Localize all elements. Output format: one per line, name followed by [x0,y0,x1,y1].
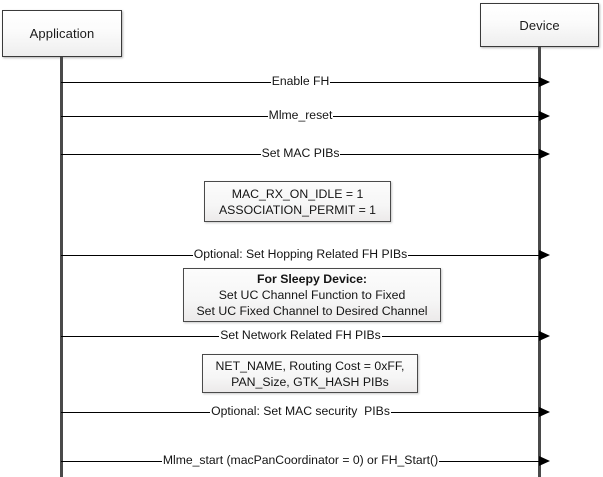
lifeline-application [60,57,63,477]
message-line-right [390,411,541,413]
message-line-right [408,254,540,256]
participant-device-label: Device [519,17,560,33]
message-set-mac-pibs[interactable]: Set MAC PIBs [61,146,551,162]
message-label: Enable FH [271,74,330,88]
message-set-hopping-fh-pibs[interactable]: Optional: Set Hopping Related FH PIBs [61,247,550,263]
message-label: Optional: Set Hopping Related FH PIBs [193,247,408,261]
note-line: Set UC Fixed Channel to Desired Channel [196,304,428,318]
note-network-fh-pib-values[interactable]: NET_NAME, Routing Cost = 0xFF, PAN_Size,… [202,354,418,393]
note-line-heading: For Sleepy Device: [256,272,368,286]
message-line-right [439,460,541,462]
message-line-left [61,335,220,337]
message-line-right [340,153,541,155]
message-set-mac-security-pibs[interactable]: Optional: Set MAC security PIBs [61,404,551,420]
note-mac-pib-values[interactable]: MAC_RX_ON_IDLE = 1 ASSOCIATION_PERMIT = … [204,181,391,222]
participant-device[interactable]: Device [480,3,599,47]
message-label: Mlme_start (macPanCoordinator = 0) or FH… [162,453,439,467]
message-line-left [61,460,162,462]
message-line-left [61,254,193,256]
note-line: Set UC Channel Function to Fixed [218,288,406,302]
message-label: Set MAC PIBs [261,146,340,160]
note-line: ASSOCIATION_PERMIT = 1 [218,202,377,217]
message-line-right [330,81,540,83]
participant-application[interactable]: Application [2,10,122,57]
note-line: MAC_RX_ON_IDLE = 1 [231,186,364,201]
lifeline-device [538,47,541,477]
message-line-left [61,411,211,413]
note-line: PAN_Size, GTK_HASH PIBs [231,374,389,389]
note-sleepy-device-settings[interactable]: For Sleepy Device: Set UC Channel Functi… [183,268,441,322]
message-mlme-reset[interactable]: Mlme_reset [61,108,551,124]
message-label: Mlme_reset [268,108,333,122]
message-line-right [381,335,540,337]
message-mlme-start[interactable]: Mlme_start (macPanCoordinator = 0) or FH… [61,453,551,469]
participant-application-label: Application [29,26,95,41]
message-line-left [61,81,271,83]
message-line-left [61,153,261,155]
message-line-right [333,115,541,117]
message-line-left [61,115,268,117]
message-label: Optional: Set MAC security PIBs [211,404,390,418]
message-set-network-fh-pibs[interactable]: Set Network Related FH PIBs [61,328,550,344]
message-enable-fh[interactable]: Enable FH [61,74,550,90]
note-line: NET_NAME, Routing Cost = 0xFF, [215,358,405,373]
message-label: Set Network Related FH PIBs [220,328,381,342]
